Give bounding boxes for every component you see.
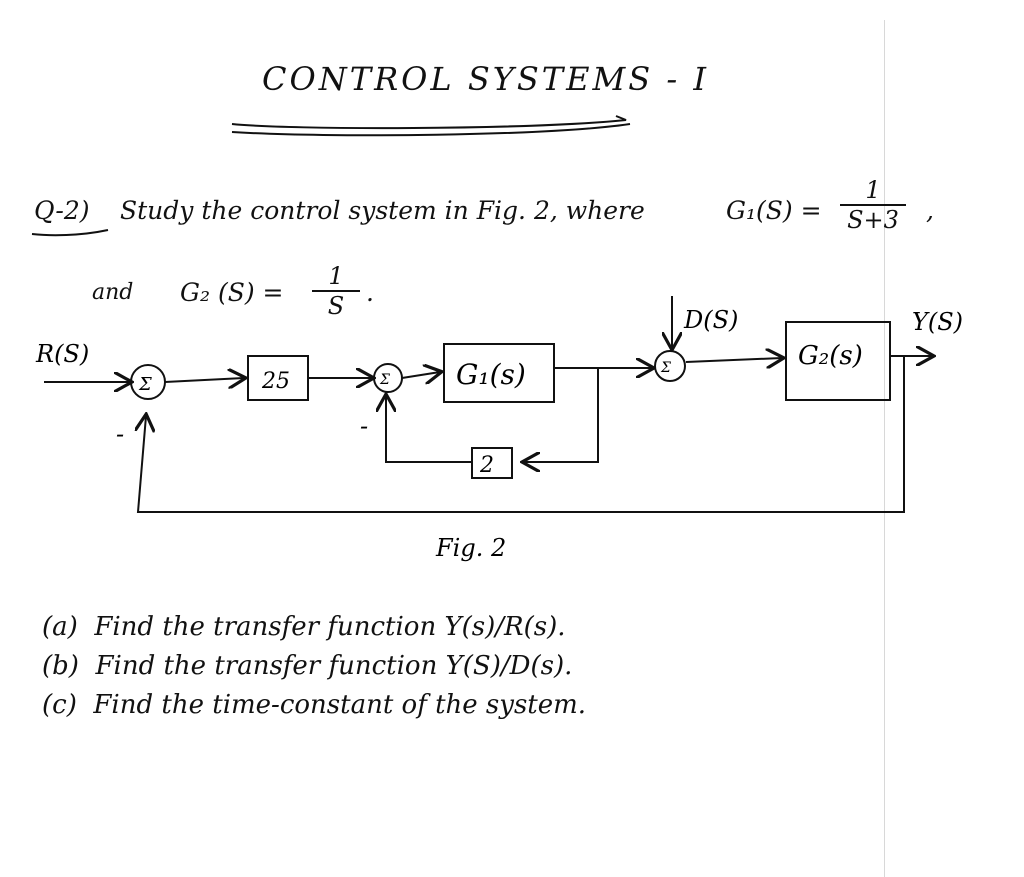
summing-junction-1: Σ (130, 364, 166, 400)
question-number: Q-2) (34, 196, 90, 225)
figure-caption: Fig. 2 (435, 534, 506, 562)
and-text: and (92, 280, 134, 305)
part-b-label: (b) (42, 651, 79, 681)
part-c-text: Find the time-constant of the system. (93, 690, 587, 720)
inner-feedback-return (386, 396, 472, 463)
svg-text:Σ: Σ (660, 360, 671, 376)
g2-definition-label: G₂ (S) = (180, 278, 284, 307)
inner-feedback-path (524, 368, 599, 462)
output-label: Y(S) (912, 308, 963, 336)
question-number-underline (31, 229, 109, 237)
svg-text:Y(S): Y(S) (912, 308, 963, 336)
sum1-minus-sign: - (116, 420, 124, 448)
svg-text:25: 25 (261, 369, 290, 394)
svg-text:R(S): R(S) (35, 340, 89, 368)
svg-text:G₁(s): G₁(s) (456, 358, 526, 391)
g2-block: G₂(s) (785, 321, 891, 401)
g1-numerator: 1 (840, 176, 906, 206)
g2-period: . (366, 278, 374, 307)
part-b-text: Find the transfer function Y(S)/D(s). (95, 651, 573, 681)
gain-block: 25 (247, 355, 309, 401)
part-c-label: (c) (42, 690, 77, 720)
part-b: (b) Find the transfer function Y(S)/D(s)… (42, 647, 586, 686)
part-a-label: (a) (42, 612, 78, 642)
summing-junction-3: Σ (654, 350, 686, 382)
svg-text:Σ: Σ (138, 374, 152, 395)
input-label: R(S) (35, 340, 89, 368)
g1-denominator: S+3 (847, 206, 899, 234)
g1-definition-label: G₁(S) = (726, 196, 822, 225)
part-c: (c) Find the time-constant of the system… (42, 686, 586, 725)
disturbance-label: D(S) (683, 306, 738, 334)
arrow-sum3-to-g2 (685, 358, 782, 362)
title-underline (231, 115, 631, 137)
g2-numerator: 1 (312, 262, 360, 292)
g2-denominator: S (327, 292, 345, 320)
part-a: (a) Find the transfer function Y(s)/R(s)… (42, 608, 586, 647)
summing-junction-2: Σ (373, 363, 403, 393)
arrow-sum2-to-g1 (401, 372, 440, 378)
arrow-sum1-to-gain (164, 378, 244, 382)
part-a-text: Find the transfer function Y(s)/R(s). (94, 612, 566, 642)
outer-feedback-path (138, 356, 905, 513)
page-title: CONTROL SYSTEMS - I (262, 60, 709, 98)
sum2-minus-sign: - (360, 412, 368, 440)
page-margin-line (884, 20, 885, 877)
svg-text:2: 2 (479, 453, 494, 478)
g2-fraction: 1 S (312, 262, 360, 320)
svg-text:Σ: Σ (379, 372, 390, 388)
svg-text:D(S): D(S) (683, 306, 738, 334)
svg-text:G₂(s): G₂(s) (798, 341, 863, 371)
g1-block: G₁(s) (443, 343, 555, 403)
svg-text:Fig. 2: Fig. 2 (435, 534, 506, 562)
g1-fraction: 1 S+3 (840, 176, 906, 234)
question-intro: Study the control system in Fig. 2, wher… (120, 196, 645, 225)
g1-comma: , (926, 196, 934, 225)
feedback-gain-block: 2 (471, 447, 513, 479)
sub-questions: (a) Find the transfer function Y(s)/R(s)… (42, 608, 586, 725)
